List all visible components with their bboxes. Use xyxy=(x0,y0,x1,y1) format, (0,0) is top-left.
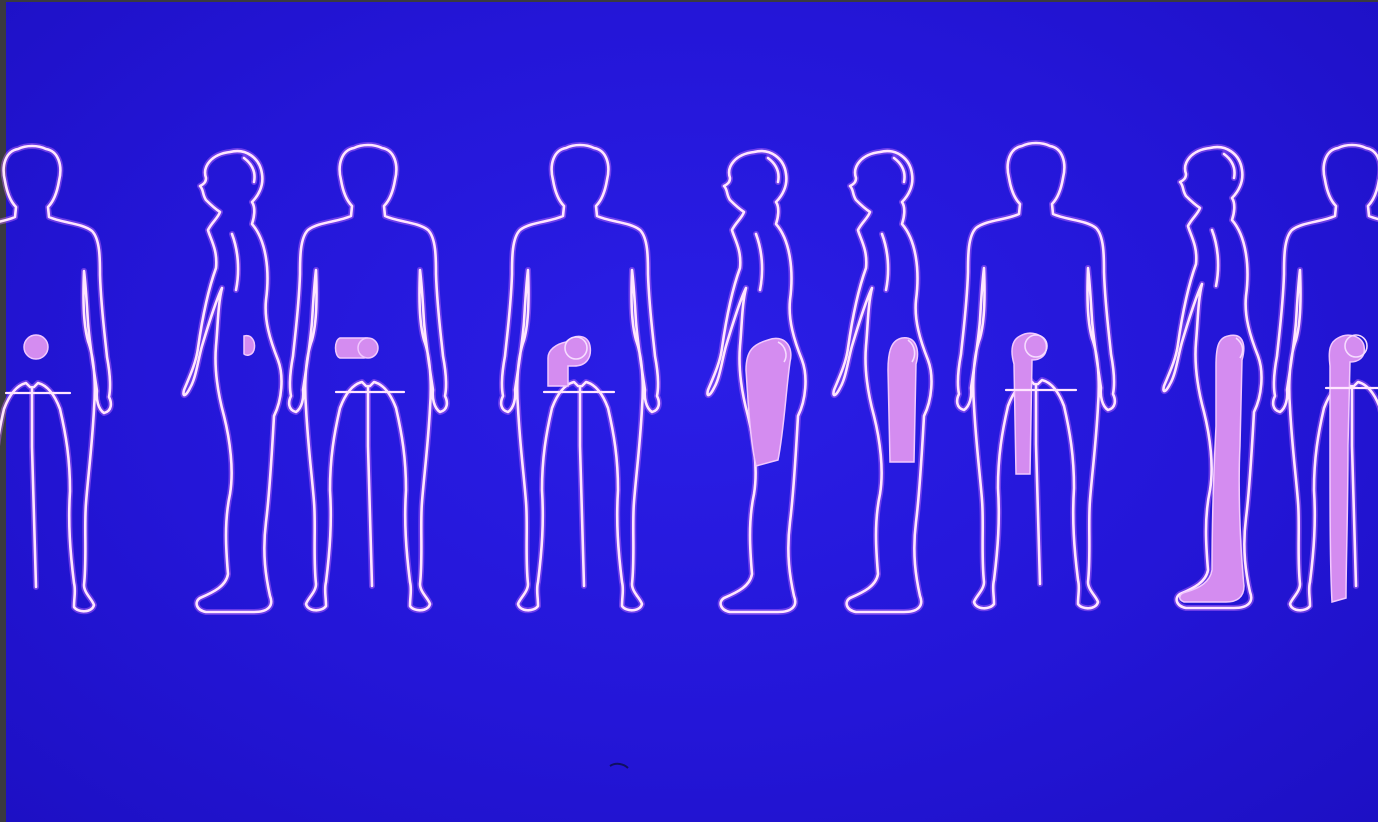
pain-area-3b xyxy=(358,338,378,358)
figure-3-back-view xyxy=(289,145,447,610)
speck-mark xyxy=(610,764,628,768)
figure-4-back-view xyxy=(501,145,659,610)
figure-9-back-view xyxy=(1273,145,1378,610)
pain-area-5 xyxy=(746,338,791,466)
figure-2-side-view xyxy=(183,151,281,612)
figure-1-back-view xyxy=(0,146,111,611)
figure-5-side-view xyxy=(707,151,805,612)
pain-area-1 xyxy=(24,335,48,359)
pain-area-6 xyxy=(888,338,917,462)
pain-area-4 xyxy=(548,336,590,386)
figure-6-side-view xyxy=(833,151,931,612)
pain-area-2 xyxy=(244,336,255,356)
figure-8-side-view xyxy=(1163,147,1261,608)
figure-7-back-view xyxy=(957,143,1115,608)
pain-area-9 xyxy=(1329,335,1364,602)
